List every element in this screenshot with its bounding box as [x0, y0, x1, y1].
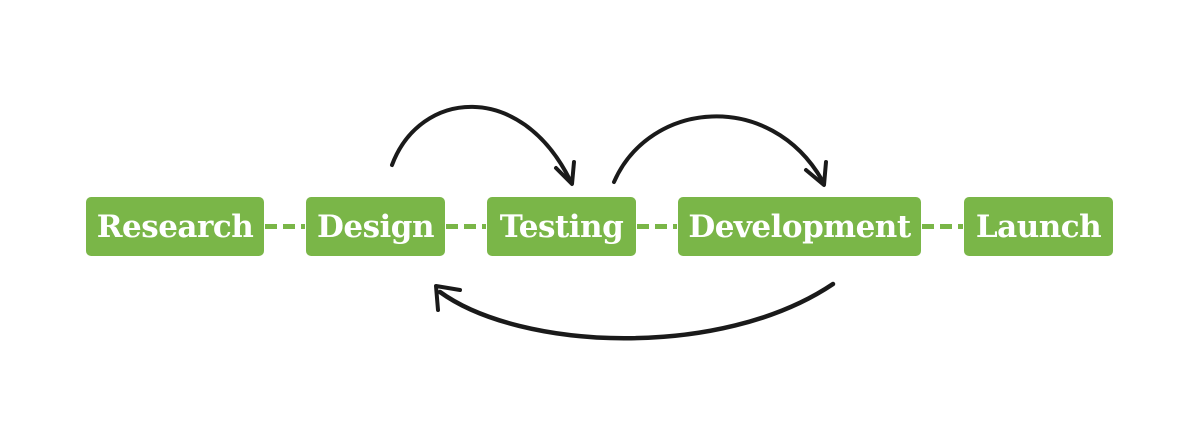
- stage-design: Design: [306, 197, 445, 256]
- stage-testing: Testing: [487, 197, 636, 256]
- arrow-design-to-testing: [390, 104, 576, 186]
- connector-design-testing: [446, 224, 486, 229]
- arrow-development-back-to-design: [434, 281, 836, 341]
- connector-research-design: [265, 224, 305, 229]
- connector-testing-development: [637, 224, 677, 229]
- stage-research: Research: [86, 197, 264, 256]
- stage-launch: Launch: [964, 197, 1113, 256]
- stage-development: Development: [678, 197, 921, 256]
- arrow-testing-to-development: [612, 114, 828, 187]
- connector-development-launch: [922, 224, 963, 229]
